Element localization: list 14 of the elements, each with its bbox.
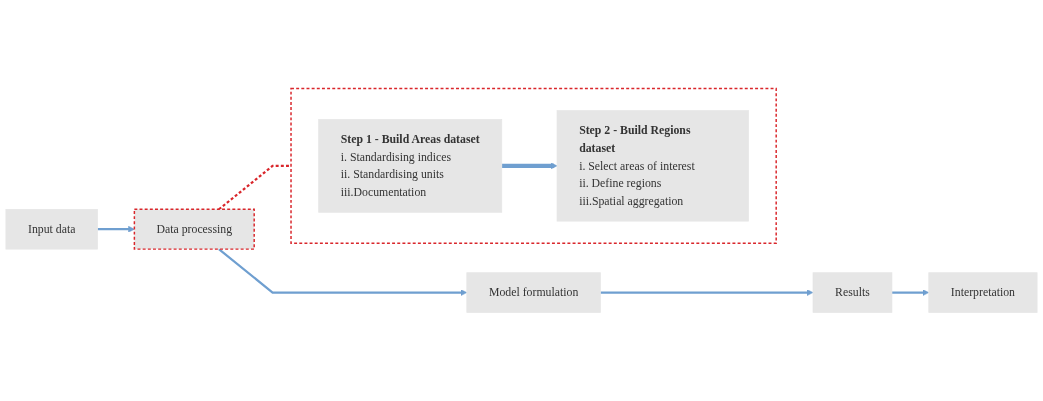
arrow [891,289,930,296]
arrow [97,226,135,233]
arrow [218,248,468,296]
arrow [501,162,558,170]
node-box: Interpretation [928,272,1038,313]
node-box: Step 1 - Build Areas dataset i. Standardising indices ii. Standardising units iii.Documentation [318,119,503,213]
node-box: Data processing [133,208,255,250]
arrow [600,289,814,296]
node-box: Input data [5,208,98,250]
connector [218,164,291,211]
cluster [290,87,777,244]
node-box: Step 2 - Build Regions dataset i. Select areas of interest ii. Define regions iii.Spatial aggregation [556,110,749,222]
node-box: Model formulation [466,272,601,313]
node-box: Results [812,272,893,313]
